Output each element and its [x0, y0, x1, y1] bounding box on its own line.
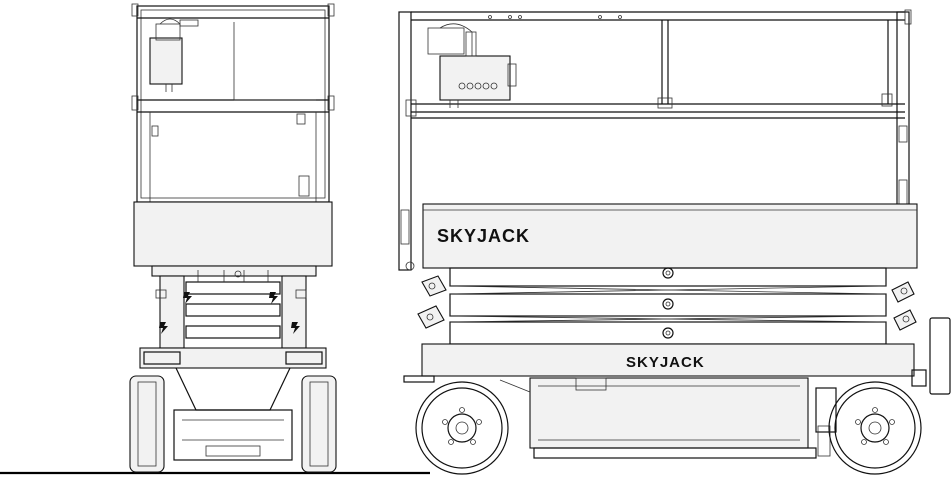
- scissor-pivot-bottom: [662, 327, 674, 339]
- side-view: SKYJACK: [398, 9, 951, 475]
- front-view: [129, 3, 337, 473]
- side-front-wheel: [828, 381, 922, 475]
- side-chassis: SKYJACK: [403, 317, 951, 459]
- front-right-wheel: [301, 375, 337, 473]
- front-left-wheel: [129, 375, 165, 473]
- front-guardrail-frame: [136, 5, 330, 203]
- front-scissor-stack: [151, 265, 317, 349]
- side-guardrails: [398, 9, 912, 271]
- front-control-box: [149, 18, 199, 92]
- front-platform-deck: [133, 201, 333, 267]
- scissor-pivot-middle: [662, 298, 674, 310]
- platform-brand-logo: SKYJACK: [437, 226, 530, 246]
- side-rear-wheel: [415, 381, 509, 475]
- base-brand-logo: SKYJACK: [626, 354, 705, 371]
- side-platform-deck: SKYJACK: [422, 203, 918, 269]
- side-control-box: [427, 23, 517, 108]
- side-scissor-stack: [417, 267, 917, 345]
- scissor-pivot-top: [662, 267, 674, 279]
- front-chassis: [139, 347, 327, 461]
